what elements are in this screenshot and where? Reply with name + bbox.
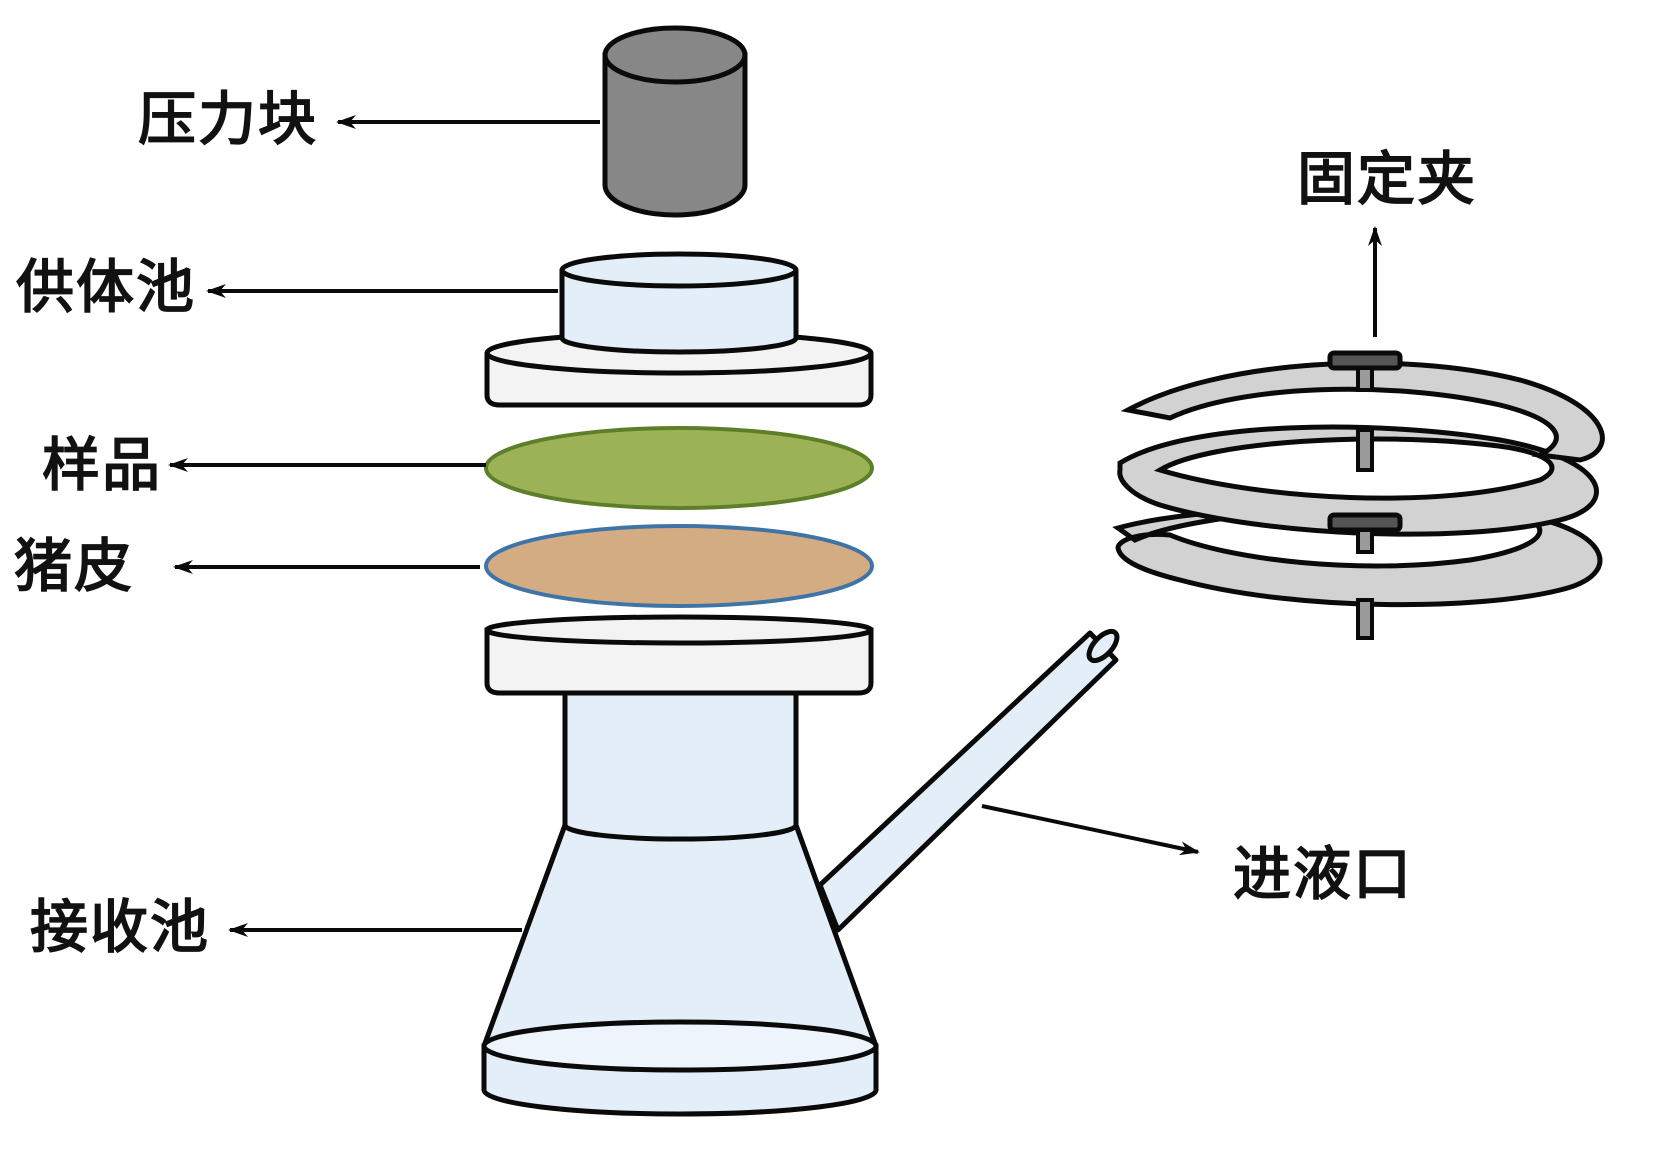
pressure-block xyxy=(602,25,748,218)
label-fixing-clip: 固定夹 xyxy=(1297,145,1478,213)
fixing-clip xyxy=(1112,350,1605,640)
pig-skin-disc xyxy=(484,524,874,608)
label-pig-skin: 猪皮 xyxy=(14,532,135,600)
donor-chamber xyxy=(484,251,874,408)
label-receptor-chamber: 接收池 xyxy=(30,893,211,961)
receptor-chamber xyxy=(481,614,879,1117)
inlet-port-arrow xyxy=(981,804,1200,856)
label-sample: 样品 xyxy=(42,431,163,499)
label-pressure-block: 压力块 xyxy=(138,85,319,153)
inlet-tube xyxy=(817,628,1120,933)
sample-disc xyxy=(484,426,874,510)
label-donor-chamber: 供体池 xyxy=(16,253,197,321)
label-inlet-port: 进液口 xyxy=(1233,840,1414,908)
